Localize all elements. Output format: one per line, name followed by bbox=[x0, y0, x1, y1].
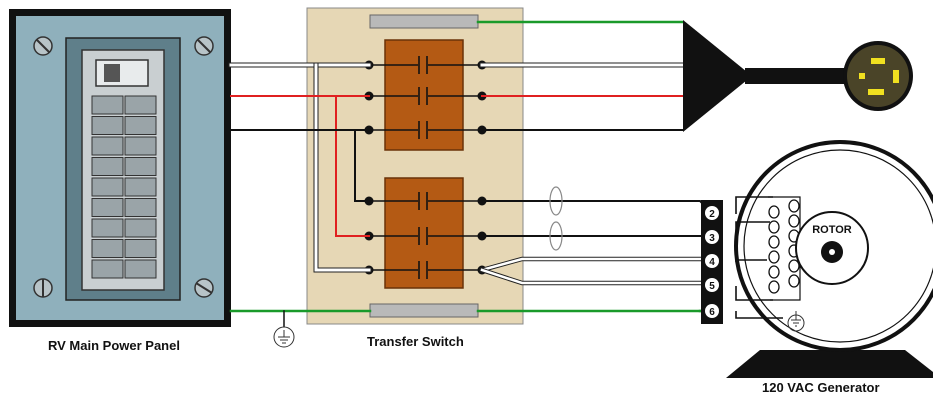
main-breaker-handle bbox=[104, 64, 120, 82]
breaker-switch bbox=[124, 136, 157, 156]
rotor-label: ROTOR bbox=[812, 224, 852, 236]
breaker-switch bbox=[124, 239, 157, 258]
contact-gap bbox=[418, 192, 428, 210]
generator-base bbox=[726, 350, 933, 378]
terminal-circle bbox=[705, 206, 719, 220]
breaker-switch bbox=[91, 259, 124, 279]
coil-turn bbox=[788, 214, 800, 228]
breaker-switch bbox=[124, 157, 157, 176]
breaker-switch bbox=[124, 95, 157, 115]
breaker-switch bbox=[91, 177, 124, 197]
terminal-number: 5 bbox=[709, 281, 715, 292]
breaker-switch bbox=[91, 116, 124, 135]
contact-gap bbox=[418, 227, 428, 245]
terminal-list: 2 3 4 5 6 bbox=[705, 206, 719, 318]
coil-turn bbox=[788, 199, 800, 213]
breaker-switch bbox=[91, 157, 124, 176]
coil-turn bbox=[768, 280, 780, 294]
terminal-circle bbox=[705, 230, 719, 244]
breaker-switch bbox=[124, 177, 157, 197]
generator-caption: 120 VAC Generator bbox=[762, 380, 880, 395]
panel-screw-icon bbox=[33, 36, 53, 56]
coil-turn bbox=[768, 250, 780, 264]
breaker-switch bbox=[91, 136, 124, 156]
ground-symbol-icon bbox=[273, 326, 295, 348]
coil-turn bbox=[768, 235, 780, 249]
terminal-number: 6 bbox=[709, 307, 715, 318]
terminal-number: 4 bbox=[709, 257, 715, 268]
contact-gap bbox=[418, 56, 428, 74]
breaker-switch bbox=[124, 218, 157, 238]
generator: ROTOR 2 3 4 5 6 bbox=[701, 140, 933, 378]
breaker-switch bbox=[91, 95, 124, 115]
ground-bus-bar-top bbox=[369, 14, 479, 29]
breaker-grid bbox=[91, 95, 157, 279]
contactor-contacts bbox=[364, 56, 487, 279]
wires bbox=[228, 20, 715, 331]
panel-screw-icon bbox=[33, 278, 53, 298]
breaker-switch bbox=[91, 239, 124, 258]
ground-symbol-icon bbox=[787, 311, 805, 332]
terminal-circle bbox=[705, 278, 719, 292]
coil-turn bbox=[788, 274, 800, 288]
current-sensor-loop bbox=[549, 221, 563, 251]
panel-caption: RV Main Power Panel bbox=[48, 338, 180, 353]
coil-turn bbox=[768, 220, 780, 234]
stator-winding bbox=[735, 196, 783, 319]
coil-turn bbox=[768, 265, 780, 279]
terminal-number: 2 bbox=[709, 209, 715, 220]
shore-power-cord bbox=[683, 20, 913, 132]
hot-wire-bridge bbox=[335, 95, 370, 237]
terminal-number: 3 bbox=[709, 233, 715, 244]
plug-icon bbox=[843, 41, 913, 111]
coil-turn bbox=[768, 205, 780, 219]
rv-main-power-panel bbox=[9, 9, 231, 327]
stator-coils bbox=[768, 199, 800, 294]
breaker-switch bbox=[91, 218, 124, 238]
main-breaker bbox=[95, 59, 149, 87]
panel-screw-icon bbox=[194, 36, 214, 56]
breaker-switch bbox=[124, 198, 157, 217]
contact-gap bbox=[418, 87, 428, 105]
current-sensor-loop bbox=[549, 186, 563, 216]
breaker-switch bbox=[124, 116, 157, 135]
breaker-switch bbox=[124, 259, 157, 279]
transfer-switch-caption: Transfer Switch bbox=[367, 334, 464, 349]
black-wire-bridge bbox=[354, 129, 370, 202]
breaker-switch bbox=[91, 198, 124, 217]
terminal-circle bbox=[705, 304, 719, 318]
rotor-icon: ROTOR bbox=[795, 211, 869, 285]
contact-gap bbox=[418, 261, 428, 279]
ground-bus-bar-bottom bbox=[369, 303, 479, 318]
coil-turn bbox=[788, 259, 800, 273]
transfer-switch bbox=[306, 7, 524, 325]
contact-gap bbox=[418, 121, 428, 139]
terminal-circle bbox=[705, 254, 719, 268]
panel-screw-icon bbox=[194, 278, 214, 298]
